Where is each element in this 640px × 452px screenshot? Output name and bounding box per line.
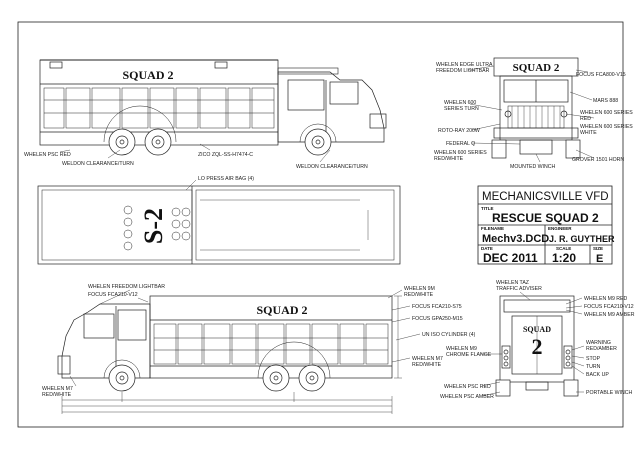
callout-turn: TURN — [586, 364, 601, 370]
callout-lo-press-air-bag: LO PRESS AIR BAG (4) — [198, 176, 254, 182]
title-block — [477, 185, 613, 265]
roof-truck-label: S-2 — [139, 208, 168, 244]
callout-portable-winch: PORTABLE WINCH — [586, 390, 632, 396]
tb-filename-label: FILENAME — [481, 226, 504, 231]
callout-whelen-m9-chrome-1: WHELEN M9 — [446, 346, 477, 352]
tb-filename: Mechv3.DCD — [482, 233, 549, 245]
tb-engineer-label: ENGINEER — [548, 226, 572, 231]
side-view-top — [39, 59, 387, 156]
callout-whelen-9m-2: RED/WHITE — [404, 292, 434, 298]
tb-company: MECHANICSVILLE VFD — [482, 191, 609, 203]
front-truck-label: SQUAD 2 — [513, 62, 560, 74]
callout-whelen-600-red-2: RED — [580, 116, 591, 122]
callout-federal-q: FEDERAL Q — [446, 141, 475, 147]
tb-scale: 1:20 — [552, 251, 576, 265]
callout-mounted-winch: MOUNTED WINCH — [510, 164, 555, 170]
callout-whelen-600-white-1: WHELEN 600 SERIES — [580, 124, 633, 130]
side-top-truck-label: SQUAD 2 — [122, 68, 173, 82]
callout-whelen-psc-red-rear: WHELEN PSC RED — [444, 384, 491, 390]
tb-size-label: SIZE — [593, 246, 603, 251]
roof-leader — [185, 179, 197, 191]
tb-engineer: J. R. GUYTHER — [549, 234, 615, 244]
callout-whelen-m7-left-1: WHELEN M7 — [42, 386, 73, 392]
tb-title: RESCUE SQUAD 2 — [492, 211, 599, 225]
callout-mars-888: MARS 888 — [593, 98, 618, 104]
rear-leaders — [480, 291, 585, 397]
side-bottom-truck-label: SQUAD 2 — [256, 303, 307, 317]
callout-whelen-600-turn-1: WHELEN 600 — [444, 100, 476, 106]
callout-grover: GROVER 1501 HORN — [572, 157, 624, 163]
callout-weldon-clearance-left: WELDON CLEARANCE/TURN — [62, 161, 134, 167]
callout-whelen-600-rw-2: RED/WHITE — [434, 156, 464, 162]
callout-freedom-lightbar: FREEDOM LIGHTBAR — [436, 68, 490, 74]
callout-whelen-m9-amber: WHELEN M9 AMBER — [584, 312, 635, 318]
callout-roto-ray: ROTO-RAY 200W — [438, 128, 480, 134]
front-leaders — [467, 65, 595, 163]
callout-whelen-edge-ultra: WHELEN EDGE ULTRA — [436, 62, 493, 68]
callout-weldon-clearance-right: WELDON CLEARANCE/TURN — [296, 164, 368, 170]
rear-truck-label-top: SQUAD — [523, 325, 551, 334]
callout-whelen-taz-1: WHELEN TAZ — [496, 280, 529, 286]
side-top-leaders — [59, 143, 331, 163]
tb-scale-label: SCALE — [556, 246, 571, 251]
tb-date-label: DATE — [481, 246, 493, 251]
callout-warning-1: WARNING — [586, 340, 611, 346]
callout-focus-fca210-s75: FOCUS FCA210-S75 — [412, 304, 462, 310]
callout-focus-gpa250: FOCUS GPA250-M15 — [412, 316, 463, 322]
callout-whelen-psc-red: WHELEN PSC RED — [24, 152, 71, 158]
callout-whelen-m7-right-1: WHELEN M7 — [412, 356, 443, 362]
callout-focus-fca210-v12: FOCUS FCA210-V12 — [88, 292, 138, 298]
front-view — [491, 57, 581, 159]
sheet-border — [17, 21, 624, 428]
callout-whelen-freedom-lightbar: WHELEN FREEDOM LIGHTBAR — [88, 284, 165, 290]
callout-whelen-m7-right-2: RED/WHITE — [412, 362, 442, 368]
callout-focus-fca210-v12-rear: FOCUS FCA210-V12 — [584, 304, 634, 310]
callout-un-iso-cylinder: UN ISO CYLINDER (4) — [422, 332, 476, 338]
callout-whelen-9m-1: WHELEN 9M — [404, 286, 435, 292]
callout-whelen-taz-2: TRAFFIC ADVISER — [496, 286, 542, 292]
callout-whelen-psc-amber: WHELEN PSC AMBER — [440, 394, 494, 400]
rear-truck-label-number: 2 — [532, 334, 543, 359]
callout-whelen-m9-chrome-2: CHROME FLANGE — [446, 352, 492, 358]
callout-whelen-600-rw-1: WHELEN 600 SERIES — [434, 150, 487, 156]
callout-focus-fca800: FOCUS FCA800-V15 — [576, 72, 626, 78]
callout-warning-2: RED/AMBER — [586, 346, 617, 352]
tb-date: DEC 2011 — [483, 251, 538, 265]
callout-zico: ZICO ZQL-SS-H7474-C — [198, 152, 253, 158]
callout-back-up: BACK UP — [586, 372, 609, 378]
callout-stop: STOP — [586, 356, 601, 362]
callout-whelen-600-turn-2: SERIES TURN — [444, 106, 479, 112]
callout-whelen-m9-red: WHELEN M9 RED — [584, 296, 627, 302]
side-view-bottom — [57, 295, 402, 414]
callout-whelen-m7-left-2: RED/WHITE — [42, 392, 72, 398]
tb-size: E — [596, 253, 603, 265]
callout-whelen-600-white-2: WHITE — [580, 130, 597, 136]
callout-whelen-600-red-1: WHELEN 600 SERIES — [580, 110, 633, 116]
tb-title-label: TITLE — [481, 206, 494, 211]
side-bottom-leaders — [69, 289, 421, 387]
roof-view — [37, 185, 401, 265]
